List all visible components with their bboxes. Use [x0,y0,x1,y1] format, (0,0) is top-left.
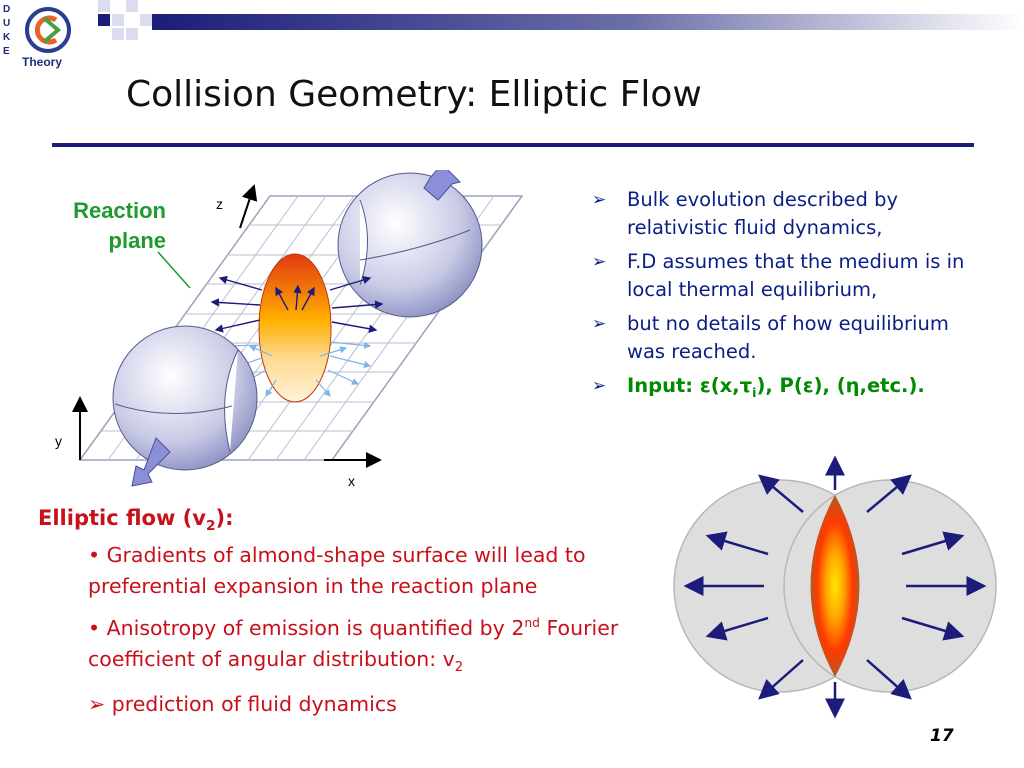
svg-text:U: U [3,18,10,29]
almond-overlap-region [258,253,332,403]
elliptic-flow-heading: Elliptic flow (v2): [38,506,234,535]
input-bullet: ➢Input: ε(x,τi), P(ε), (η,etc.). [592,374,925,400]
y-axis-label: y [55,433,62,449]
elliptic-flow-list: • Gradients of almond-shape surface will… [88,540,628,726]
svg-text:E: E [3,46,10,57]
nucleus-sphere-lower [112,325,258,471]
fluid-dynamics-bullets: ➢Bulk evolution described by relativisti… [592,186,992,413]
bullet-arrow-icon: ➢ [592,190,607,210]
nucleus-sphere-upper [337,172,483,318]
bullet-item: ➢F.D assumes that the medium is in local… [592,250,965,301]
svg-text:Theory: Theory [22,55,62,69]
upper-motion-arrow [423,170,461,201]
bullet-item: ➢but no details of how equilibrium was r… [592,312,949,363]
svg-text:K: K [3,32,11,43]
bullet-arrow-icon: ➢ [592,252,607,272]
collision-geometry-figure: z y x [55,170,524,489]
bullet-arrow-icon: ➢ [88,691,112,716]
lower-motion-arrow [131,437,171,487]
bullet-item: ➢Bulk evolution described by relativisti… [592,188,899,239]
coordinate-axes [72,184,382,468]
page-number: 17 [930,726,954,746]
reaction-plane-label-line1: Reaction [73,198,166,223]
slide-title: Collision Geometry: Elliptic Flow [126,74,702,115]
elliptic-flow-item: • Anisotropy of emission is quantified b… [88,615,619,675]
elliptic-flow-item: • Gradients of almond-shape surface will… [88,543,586,598]
reaction-plane-label-line2: plane [108,228,166,253]
svg-text:D: D [3,4,10,15]
elliptic-flow-item: ➢ prediction of fluid dynamics [88,691,397,716]
x-axis-label: x [348,473,355,489]
overlap-flow-diagram [673,455,997,719]
flow-arrows [683,455,987,719]
momentum-arrows-dark [210,275,384,333]
bullet-arrow-icon: ➢ [592,314,607,334]
bullet-arrow-icon: ➢ [592,376,607,396]
reaction-plane-label: Reaction plane [40,196,166,256]
title-underline [52,143,974,147]
header-decoration [98,0,1024,40]
z-axis-label: z [216,196,223,212]
